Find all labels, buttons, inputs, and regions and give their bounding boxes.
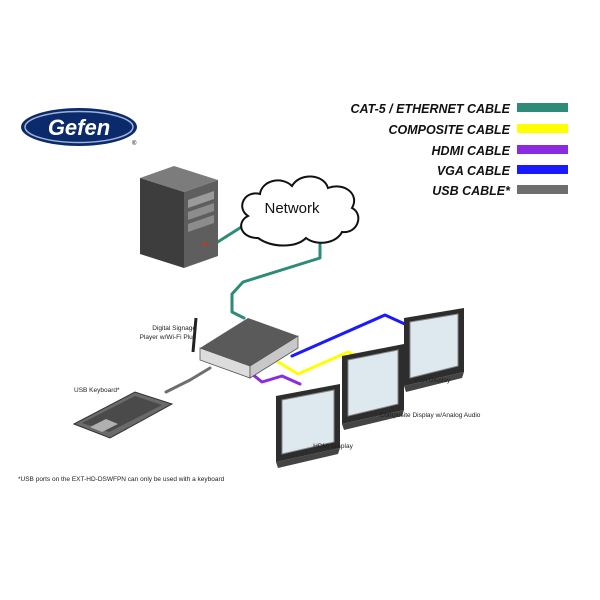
player-label-line2: Player w/Wi-Fi Plus [140,334,197,341]
hdmi-cable [250,372,302,386]
registered-mark: ® [132,140,137,147]
legend-label-usb: USB CABLE* [432,184,511,198]
vga-display-label: VGA Display [414,377,451,384]
keyboard-icon [72,391,174,439]
legend-item-ethernet: CAT-5 / ETHERNET CABLE [351,102,568,116]
signage-player-icon [191,317,299,379]
legend-item-vga: VGA CABLE [437,164,568,178]
ethernet-cable-player [230,236,322,320]
monitor-icon [276,384,340,468]
monitor-icon [404,308,464,392]
keyboard-label: USB Keyboard* [74,387,120,394]
legend-swatch-usb [517,185,568,194]
cloud-icon: Network [240,175,360,247]
hdmi-display-label: HDMI Display [313,443,353,450]
legend-swatch-vga [517,165,568,174]
legend-label-composite: COMPOSITE CABLE [388,123,510,137]
legend-label-vga: VGA CABLE [437,164,511,178]
composite-display-label: Composite Display w/Analog Audio [380,412,481,419]
legend-label-hdmi: HDMI CABLE [432,144,511,158]
monitor-icon [342,344,404,430]
legend-item-composite: COMPOSITE CABLE [388,123,568,137]
legend-swatch-hdmi [517,145,568,154]
cable-legend: CAT-5 / ETHERNET CABLE COMPOSITE CABLE H… [351,102,568,198]
legend-swatch-ethernet [517,103,568,112]
legend-item-hdmi: HDMI CABLE [432,144,568,158]
player-label-line1: Digital Signage [152,325,196,332]
server-icon [140,166,218,268]
logo-text: Gefen [48,115,110,140]
legend-item-usb: USB CABLE* [432,184,568,198]
legend-label-ethernet: CAT-5 / ETHERNET CABLE [351,102,511,116]
network-label: Network [264,200,320,217]
footnote: *USB ports on the EXT-HD-DSWFPN can only… [18,476,225,483]
legend-swatch-composite [517,124,568,133]
usb-cable [164,366,212,394]
gefen-logo: Gefen ® [21,108,137,147]
